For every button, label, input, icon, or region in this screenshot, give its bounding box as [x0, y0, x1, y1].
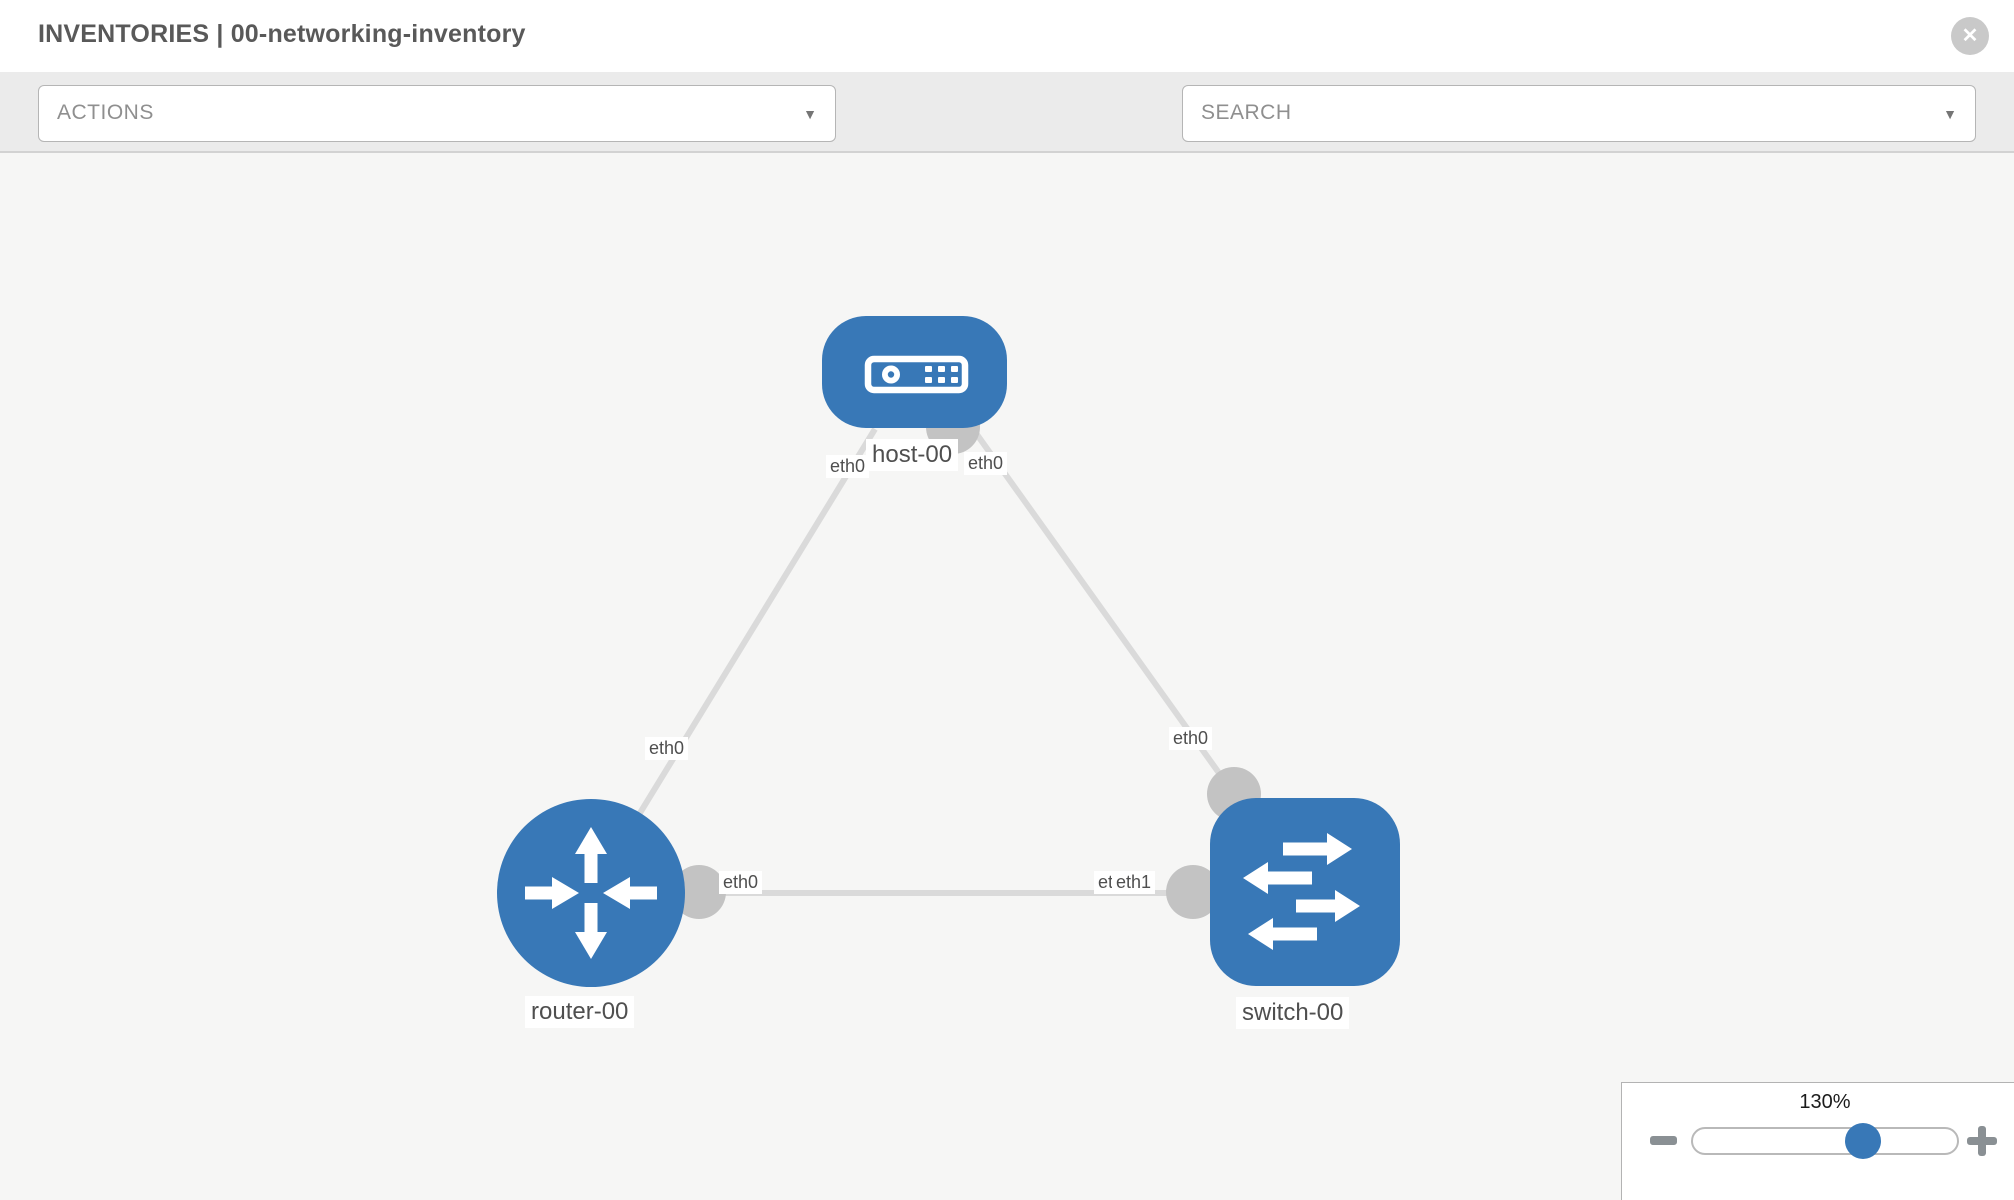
- router-icon: [525, 827, 657, 959]
- interface-label: eth0: [826, 455, 870, 478]
- port-router-right: [672, 865, 726, 919]
- interface-label: eth0: [1169, 727, 1213, 750]
- link-lines: [588, 427, 1303, 896]
- search-dropdown[interactable]: SEARCH ▼: [1182, 85, 1976, 142]
- node-switch[interactable]: [1210, 798, 1400, 986]
- actions-dropdown-label: ACTIONS: [57, 101, 154, 124]
- node-label-host: host-00: [866, 439, 959, 471]
- zoom-slider-thumb[interactable]: [1845, 1123, 1881, 1159]
- actions-dropdown[interactable]: ACTIONS ▼: [38, 85, 836, 142]
- interface-label: eth0: [645, 737, 689, 760]
- topology-canvas[interactable]: [0, 153, 2014, 1200]
- interface-label: eth0: [719, 871, 763, 894]
- node-label-router: router-00: [525, 996, 635, 1028]
- host-icon: [864, 355, 969, 394]
- node-label-switch: switch-00: [1236, 997, 1350, 1029]
- zoom-slider-track[interactable]: [1691, 1127, 1959, 1155]
- page-title: INVENTORIES | 00-networking-inventory: [38, 20, 526, 48]
- header: INVENTORIES | 00-networking-inventory ✕: [0, 0, 2014, 72]
- chevron-down-icon: ▼: [803, 106, 817, 122]
- close-icon[interactable]: ✕: [1951, 17, 1989, 55]
- switch-icon: [1243, 833, 1360, 950]
- search-dropdown-label: SEARCH: [1201, 101, 1292, 124]
- toolbar: ACTIONS ▼ SEARCH ▼: [0, 72, 2014, 208]
- topology-graph: [497, 316, 1400, 987]
- interface-label: eth0: [964, 452, 1008, 475]
- port-switch-left: [1166, 865, 1220, 919]
- chevron-down-icon: ▼: [1943, 106, 1957, 122]
- node-host[interactable]: [822, 316, 1007, 428]
- node-router[interactable]: [497, 799, 685, 987]
- zoom-level: 130%: [1799, 1091, 1851, 1113]
- zoom-in-button[interactable]: [1967, 1126, 1997, 1156]
- interface-ports: [672, 400, 1261, 919]
- interface-label: eth1: [1112, 871, 1156, 894]
- zoom-panel: 130%: [1621, 1082, 2014, 1200]
- zoom-out-button[interactable]: [1650, 1136, 1677, 1145]
